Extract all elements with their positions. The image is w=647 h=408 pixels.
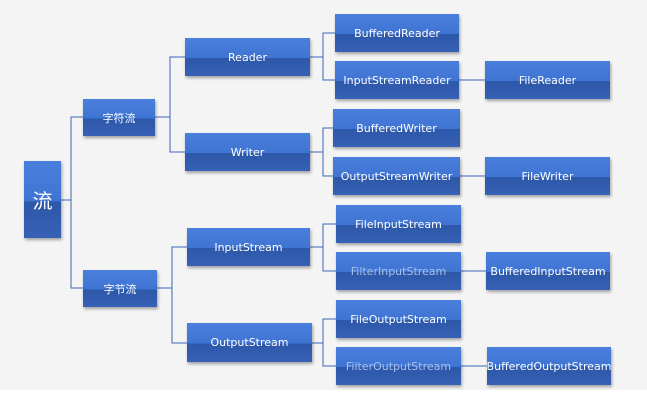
node-inputstream: InputStream [187, 228, 310, 266]
connector-reader [310, 32, 335, 58]
node-inputstreamreader: InputStreamReader [335, 61, 459, 99]
node-filereader: FileReader [485, 61, 610, 99]
node-char-stream: 字符流 [83, 99, 155, 136]
node-bufferedwriter: BufferedWriter [333, 109, 460, 147]
node-bufferedreader: BufferedReader [335, 14, 459, 52]
node-bufferedinputstream: BufferedInputStream [486, 252, 610, 290]
node-filteroutputstream: FilterOutputStream [336, 347, 461, 385]
node-byte-stream: 字节流 [83, 270, 157, 307]
node-writer: Writer [185, 133, 310, 171]
node-stream-root: 流 [24, 161, 61, 238]
node-fileinputstream: FileInputStream [336, 205, 461, 243]
connector-byte [157, 246, 187, 289]
diagram-canvas: 流 字符流 字节流 Reader Writer InputStream Outp… [0, 0, 647, 390]
connector-writer [310, 127, 333, 153]
node-outputstreamwriter: OutputStreamWriter [333, 157, 460, 195]
connector-outputstream [312, 318, 336, 344]
node-bufferedoutputstream: BufferedOutputStream [487, 347, 611, 385]
node-filewriter: FileWriter [485, 157, 610, 195]
connector-root [61, 116, 83, 201]
node-filterinputstream: FilterInputStream [336, 252, 461, 290]
node-fileoutputstream: FileOutputStream [336, 300, 461, 338]
node-outputstream: OutputStream [187, 323, 312, 362]
connector-lines [61, 32, 487, 367]
connector-char [155, 56, 185, 118]
node-reader: Reader [185, 38, 310, 76]
connector-inputstream [310, 223, 336, 248]
